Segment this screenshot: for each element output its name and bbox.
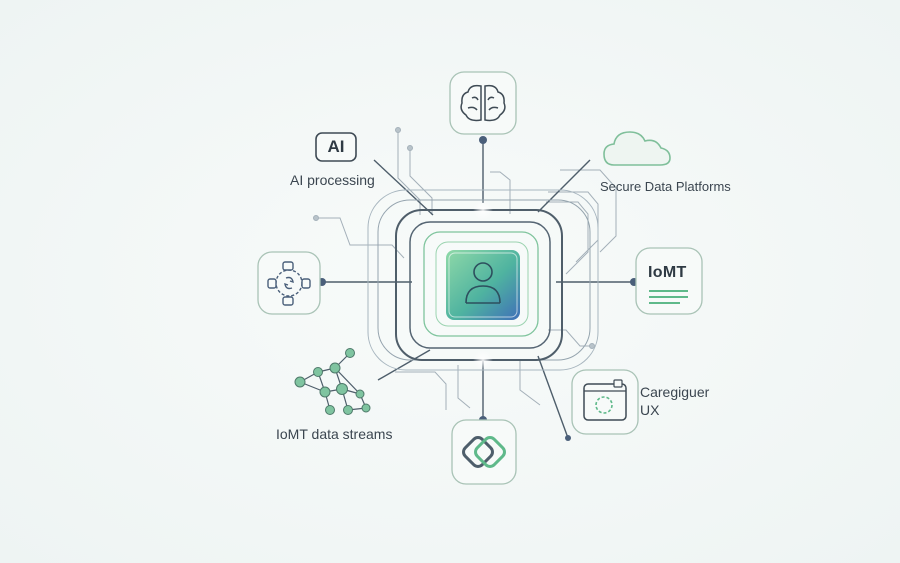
iomt-data-streams-label: IoMT data streams xyxy=(276,426,393,442)
ai-processing-label: AI processing xyxy=(290,172,375,188)
chain-link-icon xyxy=(462,436,506,468)
caregiver-ux-node xyxy=(571,369,639,435)
chain-node xyxy=(451,419,517,485)
network-graph-icon xyxy=(294,348,371,415)
exchange-icon xyxy=(267,261,311,306)
ai-badge-text: AI xyxy=(327,137,345,156)
iomt-badge-text: IoMT xyxy=(648,264,687,281)
user-avatar-icon xyxy=(446,250,520,320)
circuit-traces xyxy=(313,127,617,410)
interop-node xyxy=(257,251,321,315)
document-lines-icon xyxy=(649,290,688,304)
brain-node xyxy=(449,71,517,135)
ai-badge xyxy=(315,132,357,162)
brain-icon xyxy=(460,84,506,122)
caregiver-label-line2: UX xyxy=(640,402,660,418)
app-window-icon xyxy=(583,379,627,421)
cloud-icon xyxy=(603,131,671,166)
hub-frames xyxy=(367,189,599,371)
iomt-node xyxy=(635,247,703,315)
caregiver-label-line1: Caregiguer xyxy=(640,384,710,400)
secure-data-platforms-label: Secure Data Platforms xyxy=(600,179,731,194)
